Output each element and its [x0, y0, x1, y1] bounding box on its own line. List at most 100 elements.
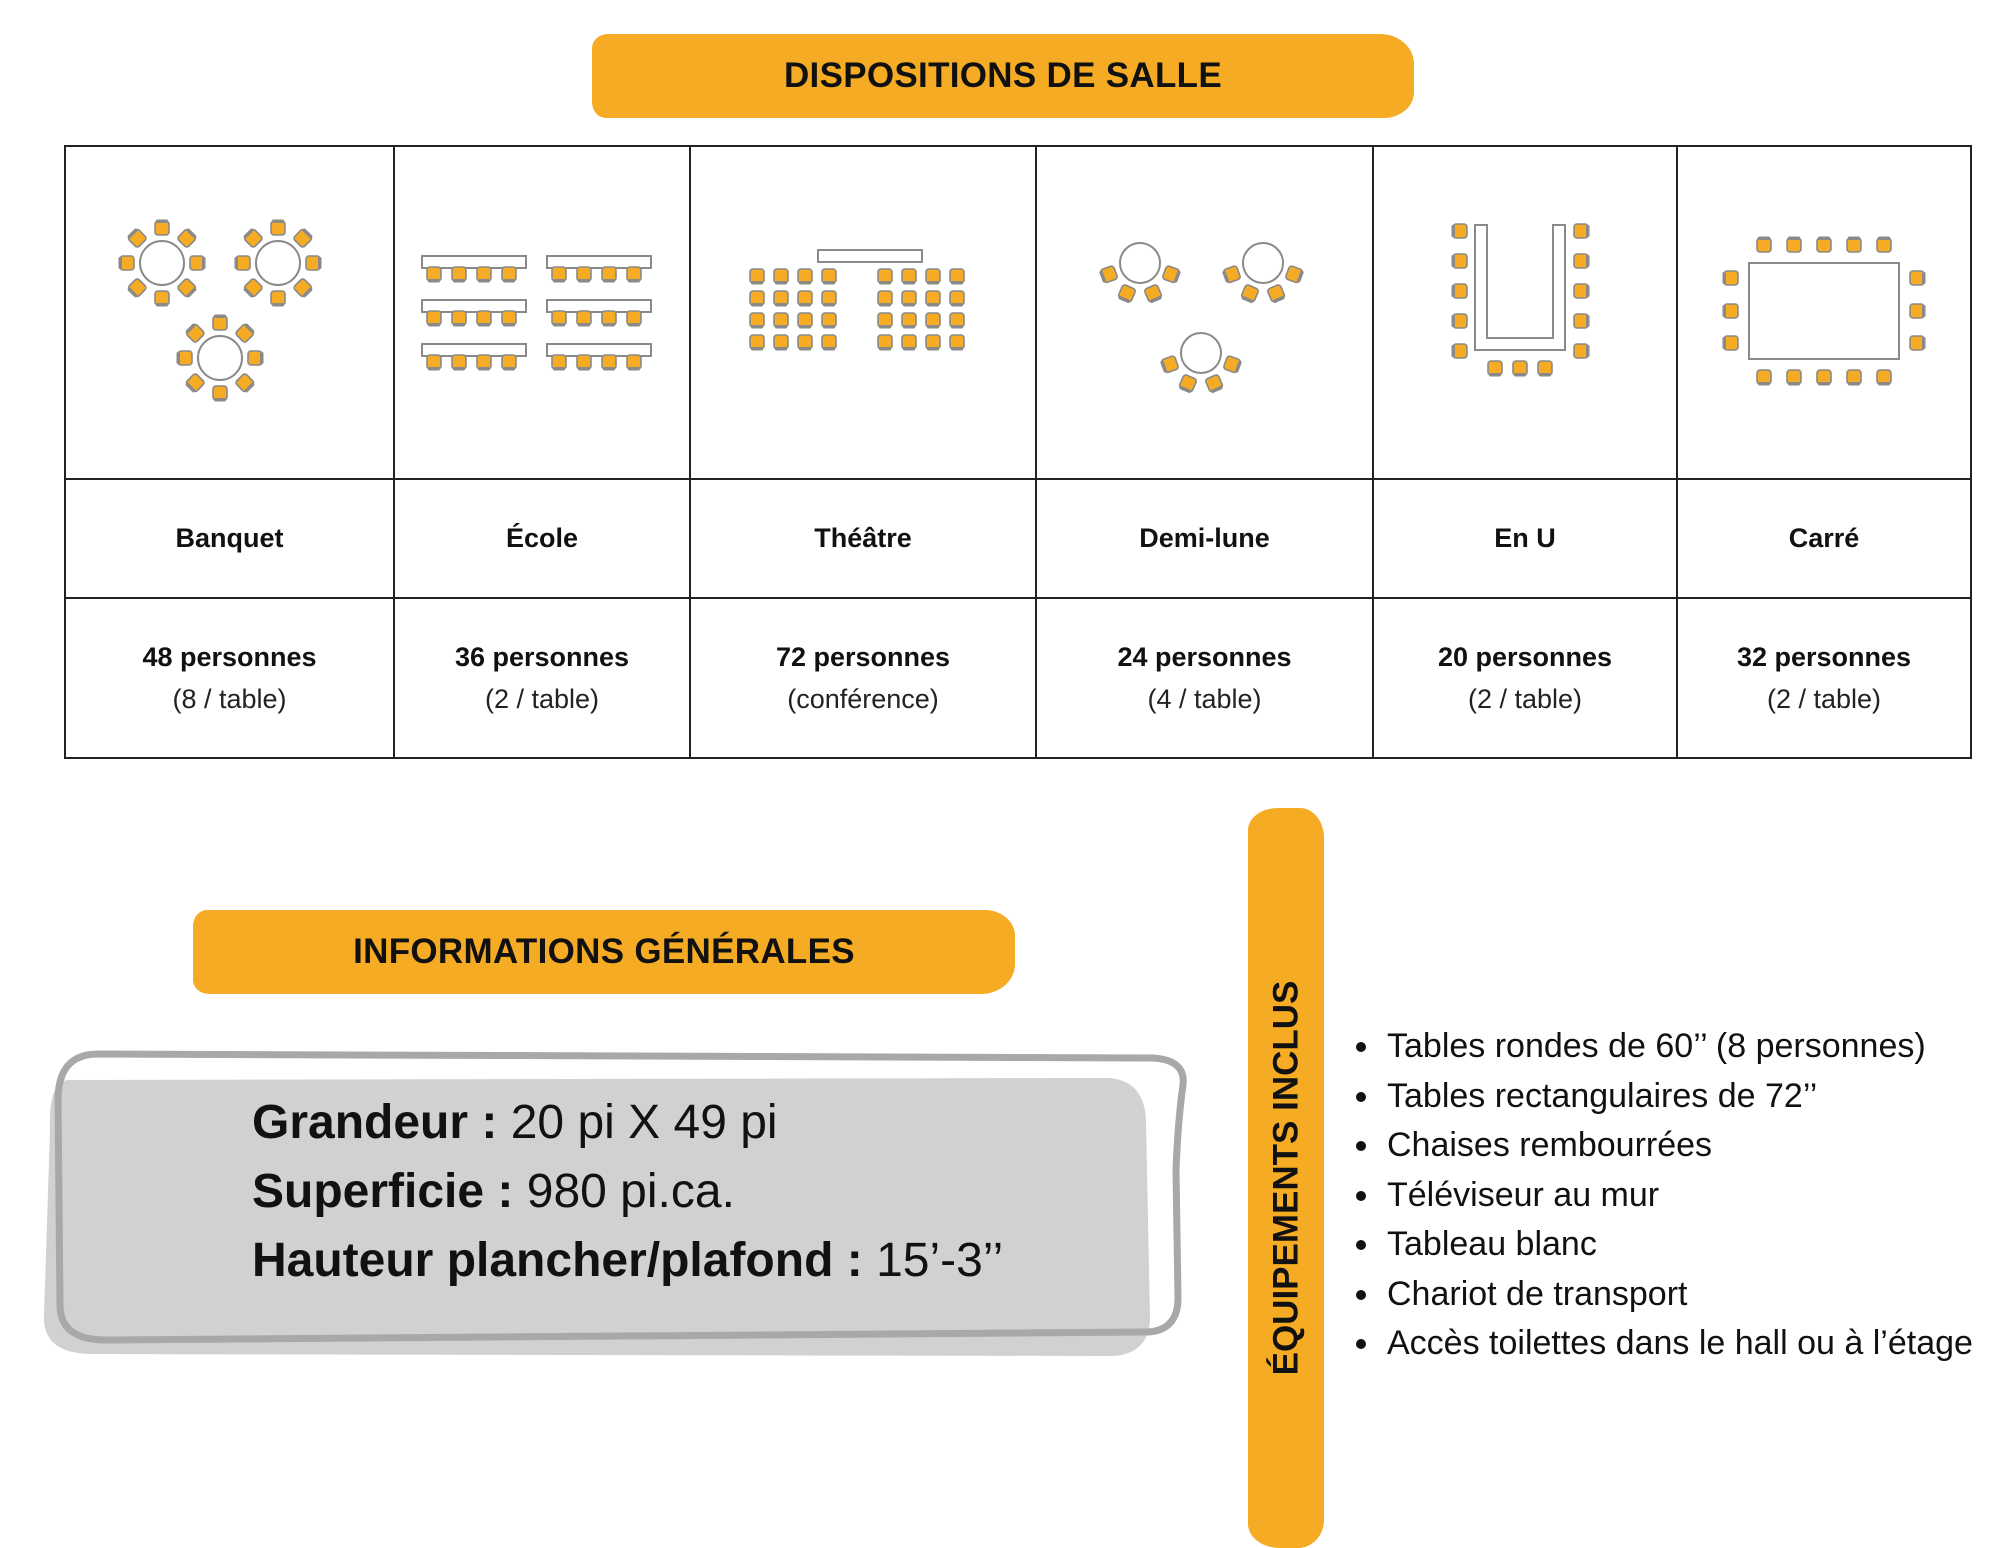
chair-icon: [1143, 283, 1162, 303]
chair-icon: [626, 353, 642, 370]
equipment-list: Tables rondes de 60’’ (8 personnes) Tabl…: [1345, 1022, 1973, 1369]
list-item: Tableau blanc: [1383, 1220, 1973, 1270]
chair-icon: [185, 372, 205, 392]
info-line-hauteur: Hauteur plancher/plafond : 15’-3’’: [252, 1226, 1003, 1295]
banquet-layout-icon: [118, 219, 321, 401]
layout-cell-en-u: [1372, 145, 1678, 480]
chair-icon: [1178, 373, 1197, 393]
info-label: Superficie :: [252, 1165, 514, 1218]
info-lines: Grandeur : 20 pi X 49 pi Superficie : 98…: [252, 1088, 1003, 1295]
chair-icon: [797, 333, 813, 350]
info-title: INFORMATIONS GÉNÉRALES: [353, 932, 855, 971]
round-table-icon: [254, 239, 301, 286]
chair-icon: [188, 254, 205, 271]
equipment-title: ÉQUIPEMENTS INCLUS: [1266, 980, 1306, 1376]
chair-icon: [576, 353, 592, 370]
chair-icon: [243, 277, 263, 297]
chair-icon: [1222, 354, 1242, 373]
chair-icon: [1240, 283, 1259, 303]
chair-icon: [476, 353, 492, 370]
chair-icon: [821, 289, 837, 306]
info-box: [28, 1040, 1198, 1370]
chair-icon: [1722, 302, 1739, 319]
chair-icon: [797, 267, 813, 284]
en-u-layout-icon: [1451, 222, 1590, 376]
chair-icon: [1512, 359, 1528, 376]
list-item: Tables rectangulaires de 72’’: [1383, 1072, 1973, 1122]
capacity-detail: (conférence): [787, 684, 939, 714]
chair-icon: [1756, 236, 1772, 253]
demi-lune-layout-icon: [1098, 241, 1304, 393]
layout-capacity-row: 48 personnes(8 / table) 36 personnes(2 /…: [64, 597, 1972, 759]
chair-icon: [1722, 334, 1739, 351]
chair-icon: [797, 289, 813, 306]
chair-icon: [576, 265, 592, 282]
chair-icon: [211, 384, 228, 401]
chair-icon: [269, 219, 286, 236]
chair-icon: [626, 265, 642, 282]
capacity-detail: (8 / table): [172, 684, 287, 714]
layout-name: École: [393, 478, 691, 599]
chair-icon: [601, 353, 617, 370]
chair-icon: [901, 311, 917, 328]
info-box-frame: [43, 1050, 1187, 1356]
chair-icon: [451, 265, 467, 282]
chair-icon: [877, 333, 893, 350]
chair-icon: [773, 333, 789, 350]
chair-icon: [949, 267, 965, 284]
chair-icon: [877, 289, 893, 306]
rect-table-icon: [546, 254, 652, 269]
chair-icon: [153, 289, 170, 306]
chair-icon: [1573, 312, 1590, 329]
rect-table-icon: [1748, 261, 1900, 360]
round-table-icon: [1118, 241, 1161, 284]
chair-icon: [1451, 282, 1468, 299]
chair-icon: [1573, 222, 1590, 239]
rect-table-icon: [546, 342, 652, 357]
capacity-count: 32 personnes: [1736, 642, 1912, 672]
list-item: Chaises rembourrées: [1383, 1121, 1973, 1171]
capacity-detail: (2 / table): [1467, 684, 1583, 714]
layout-cell-theatre: [689, 145, 1037, 480]
capacity-detail: (4 / table): [1147, 684, 1262, 714]
chair-icon: [1573, 252, 1590, 269]
chair-icon: [1451, 252, 1468, 269]
rect-table-icon: [546, 298, 652, 313]
capacity-count: 72 personnes: [775, 642, 951, 672]
layout-cell-demi-lune: [1035, 145, 1374, 480]
carre-layout-icon: [1722, 236, 1926, 385]
capacity-detail: (2 / table): [1766, 684, 1882, 714]
chair-icon: [1816, 368, 1832, 385]
capacity-count: 48 personnes: [142, 642, 317, 672]
chair-icon: [501, 309, 517, 326]
chair-icon: [821, 333, 837, 350]
chair-icon: [1098, 264, 1118, 283]
layout-name: Carré: [1676, 478, 1972, 599]
rect-table-icon: [421, 298, 527, 313]
chair-icon: [949, 311, 965, 328]
dispositions-title: DISPOSITIONS DE SALLE: [783, 56, 1223, 95]
chair-icon: [949, 333, 965, 350]
chair-icon: [292, 228, 312, 248]
chair-icon: [821, 311, 837, 328]
layout-capacity-cell: 20 personnes(2 / table): [1372, 597, 1678, 759]
chair-icon: [773, 289, 789, 306]
layout-name: Banquet: [64, 478, 395, 599]
chair-icon: [925, 289, 941, 306]
info-value: 20 pi X 49 pi: [510, 1096, 778, 1149]
chair-icon: [551, 265, 567, 282]
chair-icon: [1117, 283, 1136, 303]
rect-table-icon: [421, 254, 527, 269]
capacity-count: 24 personnes: [1117, 642, 1292, 672]
info-value: 980 pi.ca.: [526, 1165, 735, 1218]
chair-icon: [211, 314, 228, 331]
layout-capacity-cell: 48 personnes (8 / table): [64, 597, 395, 759]
chair-icon: [176, 228, 196, 248]
chair-icon: [1816, 236, 1832, 253]
layout-name: En U: [1372, 478, 1678, 599]
round-table-icon: [196, 334, 243, 381]
chair-icon: [877, 311, 893, 328]
chair-icon: [1909, 302, 1926, 319]
chair-icon: [1537, 359, 1553, 376]
chair-icon: [246, 349, 263, 366]
